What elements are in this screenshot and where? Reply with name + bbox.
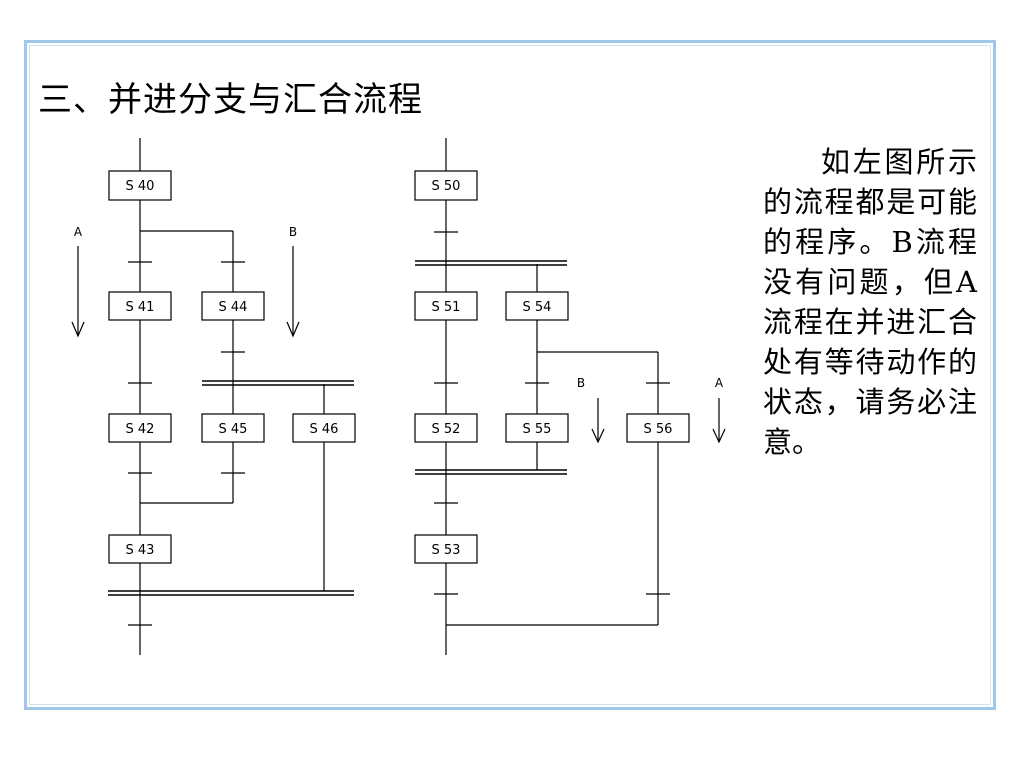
description-paragraph: 如左图所示的流程都是可能的程序。B流程没有问题，但A流程在并进汇合处有等待动作的… [763, 145, 977, 459]
step-box-s45 [201, 413, 265, 443]
step-box-s44 [201, 291, 265, 321]
step-label-s56: S 56 [644, 422, 673, 437]
step-label-s46: S 46 [310, 422, 339, 437]
step-box-s54 [505, 291, 569, 321]
slide-frame [24, 40, 996, 710]
slide-frame-inner [29, 45, 991, 705]
step-box-s41 [108, 291, 172, 321]
step-label-s43: S 43 [126, 543, 155, 558]
left-diagram [71, 138, 356, 655]
step-box-s55 [505, 413, 569, 443]
step-label-s52: S 52 [432, 422, 461, 437]
step-label-s44: S 44 [219, 300, 248, 315]
step-box-s52 [414, 413, 478, 443]
step-box-s53 [414, 534, 478, 564]
step-label-s40: S 40 [126, 179, 155, 194]
step-label-s53: S 53 [432, 543, 461, 558]
description-text: 如左图所示的流程都是可能的程序。B流程没有问题，但A流程在并进汇合处有等待动作的… [763, 142, 977, 462]
step-box-s56 [626, 413, 690, 443]
flow-label-a-right: A [715, 376, 724, 390]
step-label-s54: S 54 [523, 300, 552, 315]
step-label-s55: S 55 [523, 422, 552, 437]
flow-label-b-right: B [577, 376, 585, 390]
step-label-s41: S 41 [126, 300, 155, 315]
right-diagram [414, 138, 726, 655]
flow-label-b-left: B [289, 225, 297, 239]
step-box-s43 [108, 534, 172, 564]
flow-label-a-left: A [74, 225, 83, 239]
step-label-s42: S 42 [126, 422, 155, 437]
step-label-s45: S 45 [219, 422, 248, 437]
slide-title: 三、并进分支与汇合流程 [38, 80, 423, 120]
step-box-s40 [108, 170, 172, 201]
step-box-s50 [414, 170, 478, 201]
step-box-s46 [292, 413, 356, 443]
step-box-s51 [414, 291, 478, 321]
step-label-s50: S 50 [432, 179, 461, 194]
step-box-s42 [108, 413, 172, 443]
step-label-s51: S 51 [432, 300, 461, 315]
